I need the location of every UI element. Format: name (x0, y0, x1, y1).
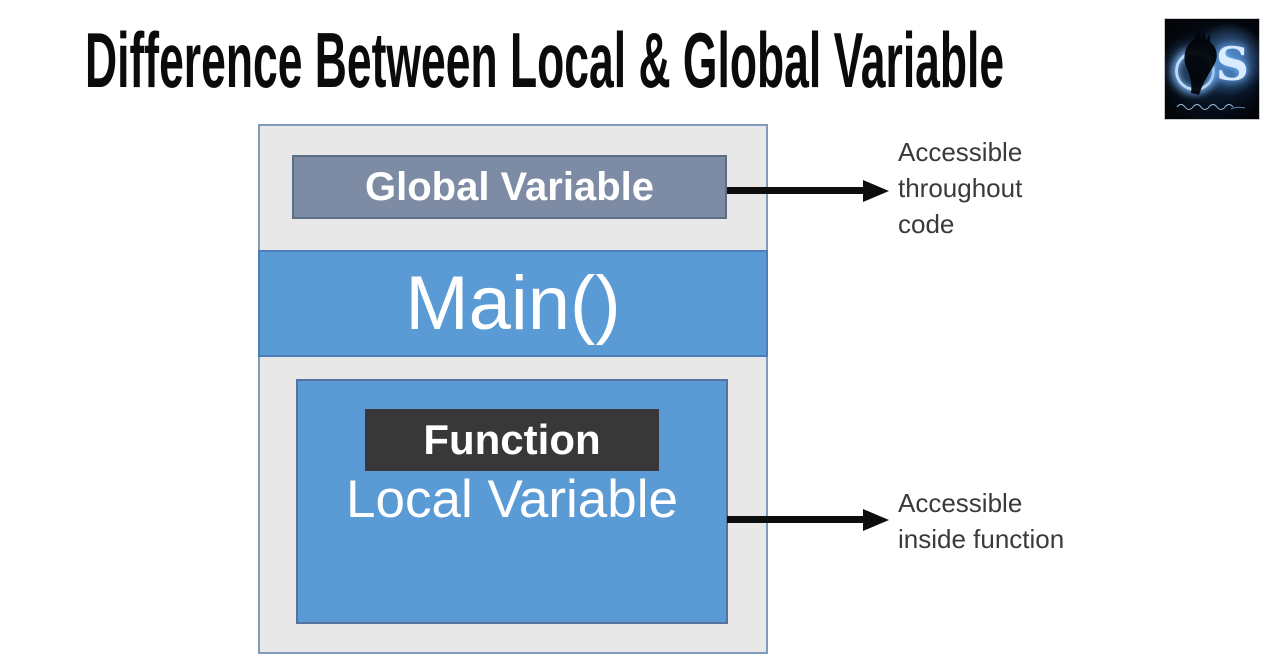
local-scope-annotation: Accessible inside function (898, 488, 1065, 554)
function-label: Function (423, 416, 601, 463)
signature-squiggle (1176, 104, 1246, 110)
arrow-local-shaft (727, 516, 864, 523)
main-function-band: Main() (258, 250, 768, 357)
cs-logo: S (1164, 18, 1260, 120)
glowing-s-letter: S (1215, 37, 1249, 91)
arrow-right-icon (863, 180, 889, 202)
global-variable-box: Global Variable (292, 155, 727, 219)
arrow-global-shaft (727, 187, 864, 194)
global-variable-label: Global Variable (364, 164, 654, 209)
global-scope-annotation: Accessible throughout code (898, 137, 1023, 239)
hand-silhouette-icon (1184, 29, 1217, 95)
local-variable-label: Local Variable (346, 470, 678, 529)
arrow-right-icon (863, 509, 889, 531)
function-box: Function (365, 409, 659, 471)
main-label: Main() (405, 261, 621, 346)
function-scope-box: Function Local Variable (296, 379, 728, 624)
page-title: Difference Between Local & Global Variab… (85, 16, 1005, 104)
